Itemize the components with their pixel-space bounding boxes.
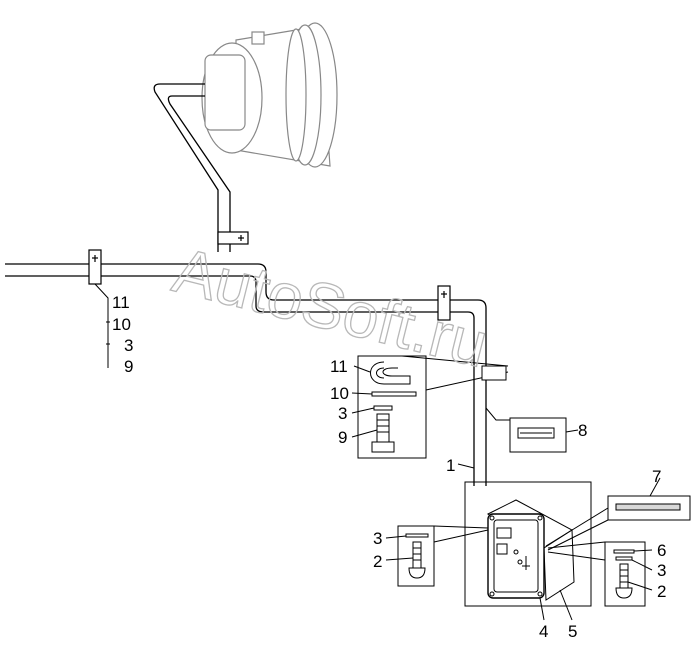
callout-5: 5 bbox=[568, 622, 577, 641]
callout-box-3: 3 bbox=[338, 404, 347, 423]
callout-left-9: 9 bbox=[124, 357, 133, 376]
callout-left-3: 3 bbox=[124, 336, 133, 355]
callout-8: 8 bbox=[578, 421, 587, 440]
right-clip bbox=[437, 285, 451, 321]
leader-lines bbox=[351, 365, 661, 591]
item-7-strip bbox=[545, 495, 691, 551]
callout-7: 7 bbox=[652, 467, 661, 486]
callout-box-10: 10 bbox=[330, 384, 349, 403]
callout-left-11: 11 bbox=[112, 293, 130, 312]
callout-box-11: 11 bbox=[330, 357, 348, 376]
left-clip bbox=[88, 249, 102, 285]
callout-1: 1 bbox=[446, 456, 455, 475]
callout-left-bolt-3: 3 bbox=[373, 529, 382, 548]
callout-right-bolt-3: 3 bbox=[657, 561, 666, 580]
left-bolt-box bbox=[397, 525, 489, 587]
callout-right-bolt-2: 2 bbox=[657, 582, 666, 601]
upper-detail-box bbox=[357, 355, 509, 459]
callout-box-9: 9 bbox=[338, 428, 347, 447]
callout-left-10: 10 bbox=[112, 315, 131, 334]
upper-clip bbox=[217, 231, 249, 245]
upper-pipe bbox=[153, 83, 231, 252]
right-bolt-box bbox=[547, 541, 646, 607]
chamber-unit bbox=[201, 22, 338, 168]
callout-left-bolt-2: 2 bbox=[373, 552, 382, 571]
callout-labels: 11 10 3 9 11 10 3 9 1 8 7 3 2 6 3 2 4 5 bbox=[112, 293, 666, 641]
callout-right-bolt-6: 6 bbox=[657, 541, 666, 560]
callout-4: 4 bbox=[539, 622, 548, 641]
left-bracket bbox=[94, 283, 110, 368]
main-pipe bbox=[5, 263, 487, 486]
device-box bbox=[464, 481, 592, 621]
item-8-box bbox=[485, 407, 567, 453]
